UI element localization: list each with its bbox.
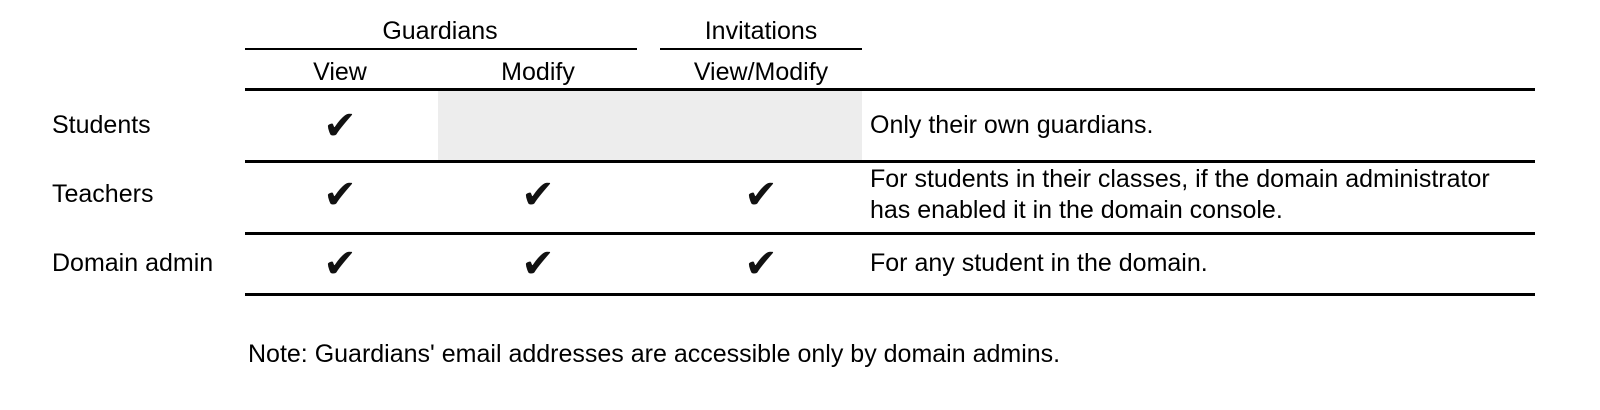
group-header-guardians: Guardians [382,17,498,45]
row-label-students: Students [52,111,151,139]
check-icon-domain-admin-guardians-modify: ✔ [521,241,555,287]
group-header-invitations: Invitations [704,17,818,45]
column-header-guardians-modify: Modify [501,58,575,86]
table-rule-after-students [245,160,1535,163]
group-rule-invitations [660,48,862,50]
column-header-guardians-view: View [313,58,367,86]
row-notes-teachers-line1: For students in their classes, if the do… [870,165,1490,193]
row-label-domain-admin: Domain admin [52,249,214,277]
check-icon-teachers-guardians-view: ✔ [323,172,357,218]
check-icon-domain-admin-invitations-view-modify: ✔ [744,241,778,287]
row-label-teachers: Teachers [52,180,154,208]
row-notes-students: Only their own guardians. [870,111,1154,139]
column-header-invitations-view-modify: View/Modify [693,58,829,86]
footnote-text: Note: Guardians' email addresses are acc… [248,340,1061,368]
table-rule-bottom [245,293,1535,296]
check-icon-teachers-invitations-view-modify: ✔ [744,172,778,218]
row-notes-domain-admin: For any student in the domain. [870,249,1208,277]
shaded-cell-students-modify [438,91,862,160]
table-rule-after-teachers [245,232,1535,235]
row-notes-teachers-line2: has enabled it in the domain console. [870,196,1283,224]
group-rule-guardians [245,48,637,50]
check-icon-domain-admin-guardians-view: ✔ [323,241,357,287]
check-icon-students-guardians-view: ✔ [323,103,357,149]
check-icon-teachers-guardians-modify: ✔ [521,172,555,218]
table-rule-top [245,88,1535,91]
